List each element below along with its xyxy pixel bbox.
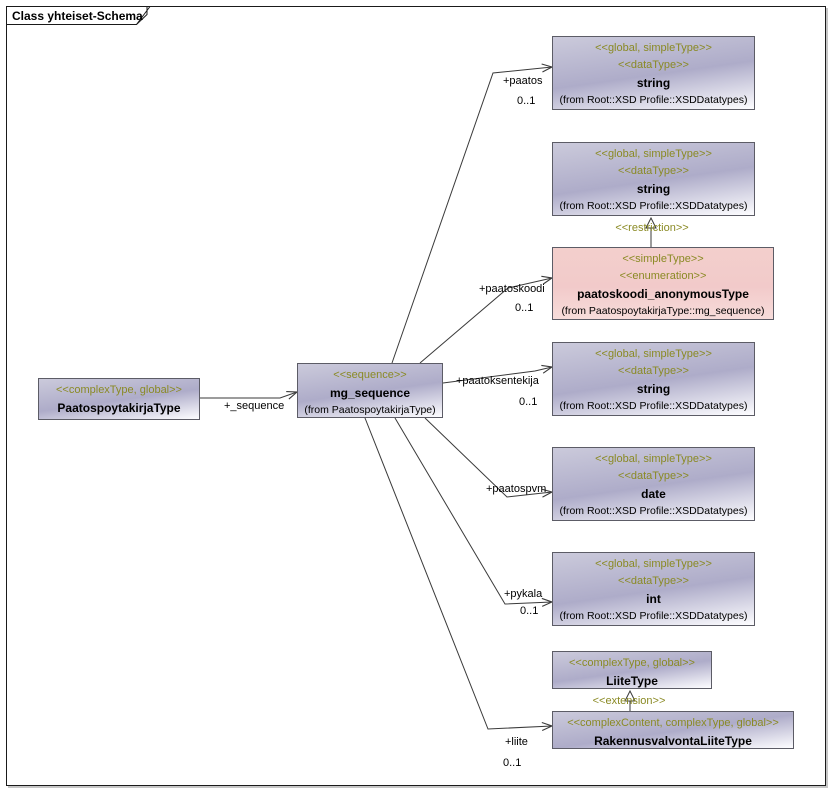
class-name: paatoskoodi_anonymousType [577,287,749,301]
stereotype-label: <<complexType, global>> [569,657,695,669]
class-from: (from Root::XSD Profile::XSDDatatypes) [559,200,748,212]
stereotype-label: <<simpleType>> [622,253,704,265]
edge-label-paatospvm: +paatospvm [486,483,547,495]
edge-mult-paatos: 0..1 [517,95,536,107]
class-name: int [646,592,661,606]
class-box-date-paatospvm[interactable]: <<global, simpleType>> <<dataType>> date… [552,447,755,521]
stereotype-label: <<dataType>> [618,365,689,377]
stereotype-label: <<global, simpleType>> [595,42,712,54]
stereotype-label: <<complexType, global>> [56,384,182,396]
class-from: (from PaatospoytakirjaType) [304,404,436,416]
edge-label-paatoskoodi: +paatoskoodi [479,283,545,295]
edge-label-restriction: <<restriction>> [615,222,689,234]
frame-title: Class yhteiset-Schema [12,9,143,23]
class-box-string-paatos[interactable]: <<global, simpleType>> <<dataType>> stri… [552,36,755,110]
class-name: string [636,76,671,90]
class-box-mg-sequence[interactable]: <<sequence>> mg_sequence (from Paatospoy… [297,363,443,418]
stereotype-label: <<dataType>> [618,59,689,71]
class-name: string [636,382,671,396]
class-name: mg_sequence [329,386,411,400]
class-from: (from Root::XSD Profile::XSDDatatypes) [559,610,748,622]
edge-label-liite: +liite [505,736,528,748]
class-from: (from Root::XSD Profile::XSDDatatypes) [559,400,748,412]
stereotype-label: <<global, simpleType>> [595,348,712,360]
stereotype-label: <<global, simpleType>> [595,148,712,160]
class-box-string-paatoksentekija[interactable]: <<global, simpleType>> <<dataType>> stri… [552,342,755,416]
stereotype-label: <<sequence>> [333,369,407,381]
class-name: date [641,487,666,501]
edge-label-sequence: +_sequence [224,400,285,412]
class-from: (from PaatospoytakirjaType::mg_sequence) [561,305,765,317]
stereotype-label: <<global, simpleType>> [595,453,712,465]
edge-mult-pykala: 0..1 [520,605,539,617]
class-box-paatospoytakirjatype[interactable]: <<complexType, global>> Paatospoytakirja… [38,378,200,420]
stereotype-label: <<dataType>> [618,575,689,587]
class-name: string [636,182,671,196]
stereotype-label: <<enumeration>> [619,270,707,282]
class-box-int-pykala[interactable]: <<global, simpleType>> <<dataType>> int … [552,552,755,626]
stereotype-label: <<global, simpleType>> [595,558,712,570]
edge-label-extension: <<extension>> [592,695,666,707]
edge-label-paatos: +paatos [503,75,543,87]
edge-mult-liite: 0..1 [503,757,522,769]
edge-mult-paatoskoodi: 0..1 [515,302,534,314]
class-name: PaatospoytakirjaType [57,401,181,415]
stereotype-label: <<complexContent, complexType, global>> [567,717,779,729]
class-from: (from Root::XSD Profile::XSDDatatypes) [559,505,748,517]
edge-label-paatoksentekija: +paatoksentekija [456,375,539,387]
edge-label-pykala: +pykala [504,588,543,600]
stereotype-label: <<dataType>> [618,165,689,177]
class-box-string-restriction-parent[interactable]: <<global, simpleType>> <<dataType>> stri… [552,142,755,216]
class-box-liitetype[interactable]: <<complexType, global>> LiiteType [552,651,712,689]
class-box-rakennusvalvontaliitetype[interactable]: <<complexContent, complexType, global>> … [552,711,794,749]
class-box-paatoskoodi-anonymoustype[interactable]: <<simpleType>> <<enumeration>> paatoskoo… [552,247,774,320]
class-name: RakennusvalvontaLiiteType [594,734,752,748]
class-from: (from Root::XSD Profile::XSDDatatypes) [559,94,748,106]
class-name: LiiteType [606,674,658,688]
stereotype-label: <<dataType>> [618,470,689,482]
edge-mult-paatoksentekija: 0..1 [519,396,538,408]
